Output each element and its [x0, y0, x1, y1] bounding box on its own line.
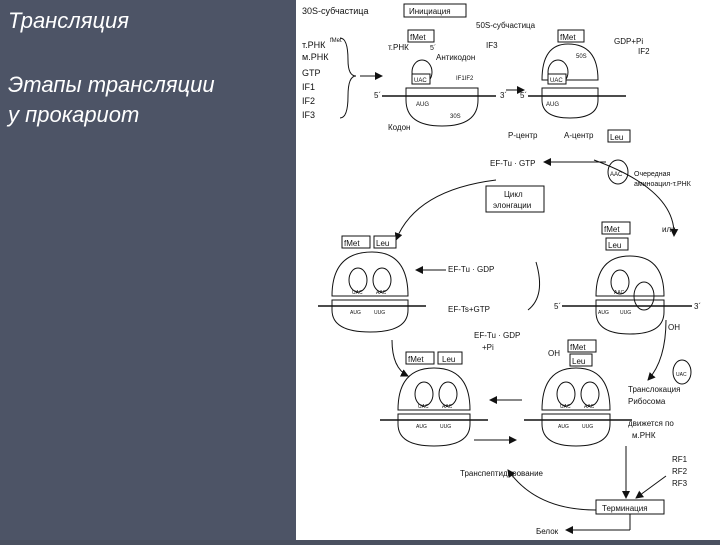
codon-uac-lb: UAC [418, 404, 429, 410]
codon-aac-lm: AAC [376, 290, 387, 296]
label-if3: IF3 [302, 110, 315, 120]
codon-aac-rb: AAC [584, 404, 595, 410]
label-translocation-4: м.РНК [632, 431, 656, 440]
codon-aug-lb: AUG [416, 424, 427, 430]
label-translocation-2: Рибосома [628, 397, 666, 406]
slide-subtitle-line-2: у прокариот [8, 100, 215, 130]
label-30s: 30S-субчастица [302, 6, 368, 16]
label-anticodon: Антикодон [436, 53, 475, 62]
label-fmet-lb: fMet [408, 355, 424, 364]
codon-uug-rb: UUG [582, 424, 593, 430]
codon-aac-rm: AAC [614, 290, 625, 296]
label-trna-1: т.РНК [388, 43, 409, 52]
label-oh-2: OH [548, 349, 560, 358]
label-3-1: 3´ [500, 91, 507, 100]
codon-aug-rb: AUG [558, 424, 569, 430]
label-if1: IF1 [302, 82, 315, 92]
label-p-site: Р-центр [508, 131, 538, 140]
label-if2: IF2 [302, 96, 315, 106]
label-trna-fmet: т.РНК [302, 40, 326, 50]
codon-uac-lm: UAC [352, 290, 363, 296]
codon-aug-1: AUG [416, 102, 429, 108]
label-if3-1: IF3 [486, 41, 498, 50]
slide-title: Трансляция [8, 8, 129, 34]
label-plus-pi: +Pi [482, 343, 494, 352]
label-fmet-rm: fMet [604, 225, 620, 234]
codon-uug-lb: UUG [440, 424, 451, 430]
label-5-top-1: 5´ [430, 45, 436, 52]
label-leu-next: Leu [610, 133, 623, 142]
label-ef-ts-gtp: EF-Ts+GTP [448, 305, 490, 314]
codon-aug-2: AUG [546, 102, 559, 108]
label-gdp-pi: GDP+Pi [614, 37, 643, 46]
label-protein: Белок [536, 527, 559, 536]
label-codon: Кодон [388, 123, 410, 132]
slide-subtitle-line-1: Этапы трансляции [8, 70, 215, 100]
codon-uug-rm: UUG [620, 310, 631, 316]
codon-uac-rb: UAC [560, 404, 571, 410]
codon-uac-free: UAC [676, 372, 687, 378]
label-translocation-1: Транслокация [628, 385, 680, 394]
slide-subtitle: Этапы трансляции у прокариот [8, 70, 215, 130]
codon-uac-1: UAC [414, 78, 427, 84]
codon-uac-2: UAC [550, 78, 563, 84]
label-fmet-lm: fMet [344, 239, 360, 248]
label-fmet-1: fMet [410, 33, 426, 42]
slide-left-panel: Трансляция Этапы трансляции у прокариот [0, 0, 296, 540]
label-leu-rm: Leu [608, 241, 621, 250]
label-rf1: RF1 [672, 455, 688, 464]
codon-aug-rm: AUG [598, 310, 609, 316]
codon-uug-lm: UUG [374, 310, 385, 316]
label-mrna: м.РНК [302, 52, 329, 62]
label-oh: OH [668, 323, 680, 332]
label-leu-rb: Leu [572, 357, 585, 366]
label-leu-lb: Leu [442, 355, 455, 364]
label-ef-tu-gdp: EF-Tu · GDP [448, 265, 494, 274]
label-5-1: 5´ [374, 91, 381, 100]
initiation-label: Инициация [409, 7, 451, 16]
translation-diagram: 30S-субчастица т.РНК fMet м.РНК GTP IF1 … [296, 0, 720, 540]
codon-aac-next: AAC [610, 172, 623, 178]
elongation-label-1: Цикл [504, 190, 523, 199]
label-if1if2: IF1IF2 [456, 76, 474, 82]
label-transpeptidation: Транспептидирование [460, 469, 544, 478]
label-5-rm: 5´ [554, 302, 561, 311]
termination-label: Терминация [602, 504, 648, 513]
label-if2-out: IF2 [638, 47, 650, 56]
label-rf2: RF2 [672, 467, 688, 476]
label-next-1: Очередная [634, 171, 670, 178]
components-brace [340, 38, 356, 118]
elongation-label-2: элонгации [493, 201, 531, 210]
label-trna-fmet-sup: fMet [330, 38, 342, 44]
label-ef-tu-gtp: EF-Tu · GTP [490, 159, 535, 168]
label-rf3: RF3 [672, 479, 688, 488]
label-leu-lm: Leu [376, 239, 389, 248]
label-ef-tu-gdp-2: EF-Tu · GDP [474, 331, 520, 340]
label-translocation-3: движется по [628, 419, 674, 428]
translation-diagram-svg: 30S-субчастица т.РНК fMet м.РНК GTP IF1 … [296, 0, 720, 540]
label-a-site: А-центр [564, 131, 594, 140]
label-fmet-2: fMet [560, 33, 576, 42]
codon-aac-lb: AAC [442, 404, 453, 410]
label-30s-small-1: 30S [450, 114, 461, 120]
label-3-rm: 3´ [694, 302, 701, 311]
label-50s-small: 50S [576, 54, 587, 60]
label-50s: 50S-субчастица [476, 21, 536, 30]
label-fmet-rb: fMet [570, 343, 586, 352]
label-gtp: GTP [302, 68, 321, 78]
codon-aug-lm: AUG [350, 310, 361, 316]
label-5-2: 5´ [520, 91, 527, 100]
